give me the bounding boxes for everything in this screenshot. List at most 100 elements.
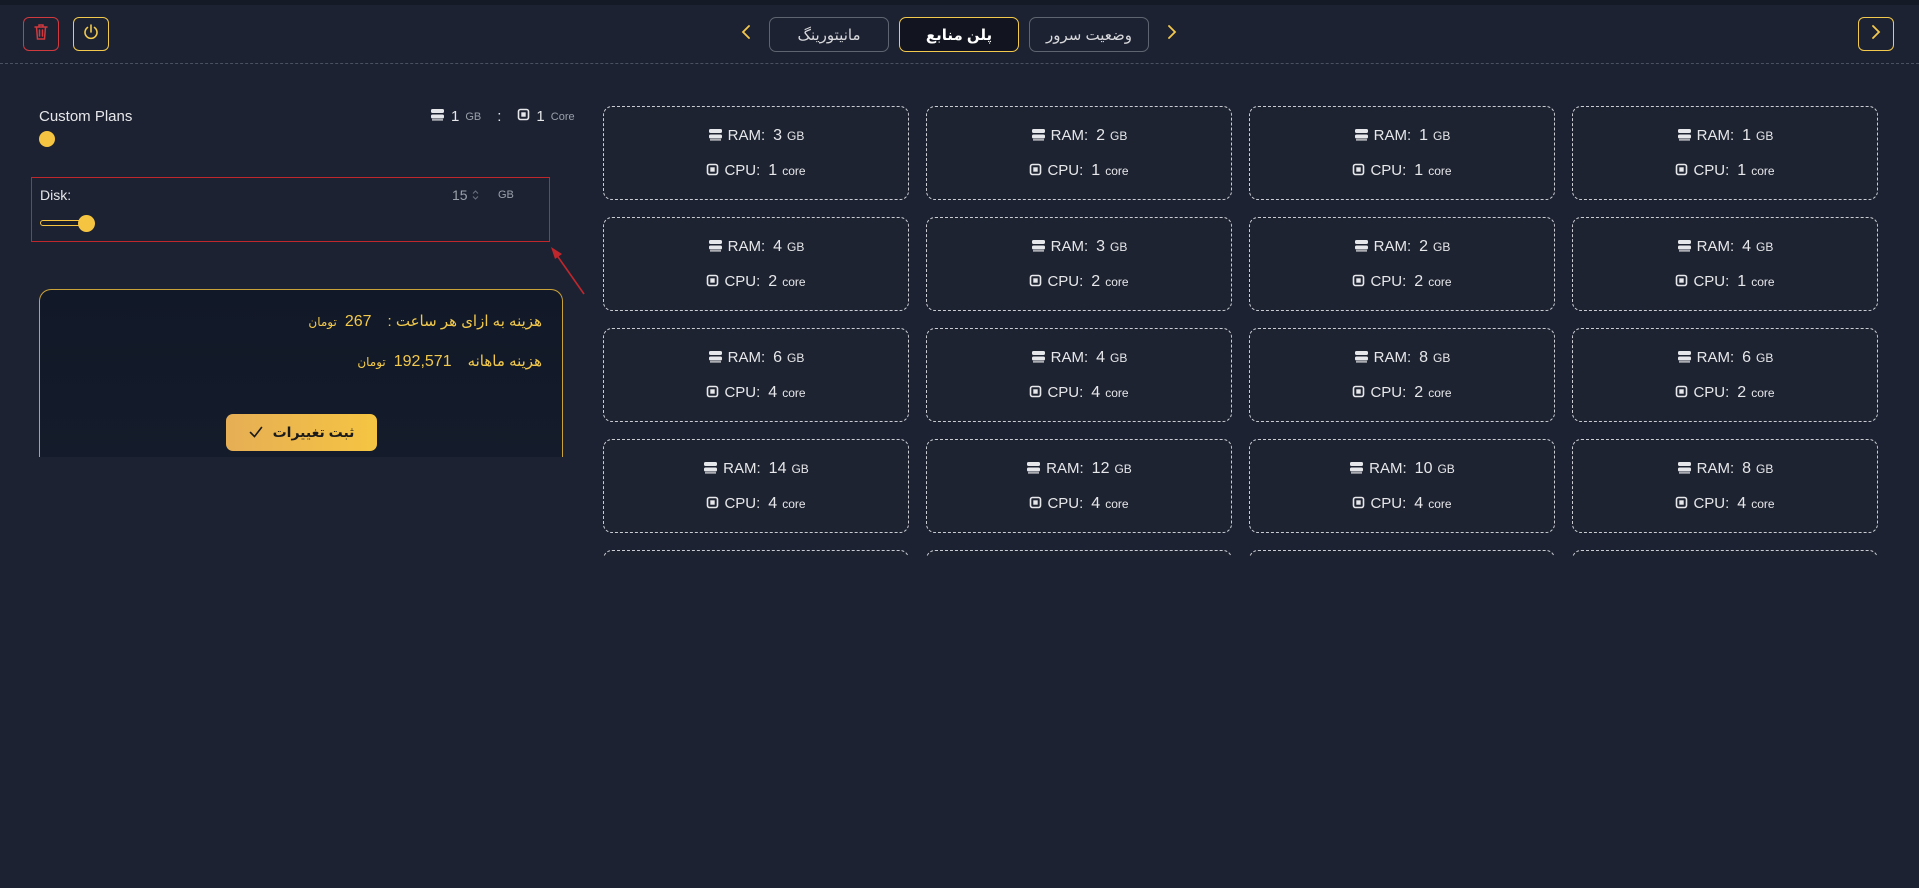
plan-cpu-unit: core [782, 164, 806, 178]
plan-cpu-value: 4 [1091, 495, 1101, 512]
delete-button[interactable] [23, 17, 59, 51]
plan-card[interactable] [926, 550, 1232, 556]
plan-cpu-unit: core [1428, 386, 1452, 400]
plan-cpu-value: 4 [768, 384, 778, 401]
tabs-next-button[interactable] [1161, 23, 1183, 45]
plan-ram-label: RAM: [1696, 349, 1735, 366]
plan-cpu-unit: core [1105, 275, 1129, 289]
ram-value: 1 [451, 108, 460, 125]
plan-ram-value: 3 [773, 127, 783, 144]
ram-icon [708, 239, 723, 256]
plan-cpu-label: CPU: [724, 384, 761, 401]
plan-card[interactable] [1249, 550, 1555, 556]
back-button[interactable] [1858, 17, 1894, 51]
plan-ram-value: 3 [1096, 238, 1106, 255]
ram-icon [1677, 461, 1692, 478]
tab-resource-plan[interactable]: پلن منابع [899, 17, 1019, 52]
plan-ram-label: RAM: [723, 460, 761, 477]
disk-input[interactable]: 15 [452, 187, 479, 203]
ram-icon [1031, 239, 1046, 256]
tab-monitoring[interactable]: مانیتورینگ [769, 17, 889, 52]
plan-cpu-label: CPU: [1370, 384, 1407, 401]
cpu-icon [1675, 163, 1688, 180]
cpu-icon [1352, 385, 1365, 402]
ram-icon [1354, 239, 1369, 256]
plan-cpu-unit: core [1105, 164, 1129, 178]
submit-changes-button[interactable]: ثبت تغییرات [226, 414, 377, 451]
top-strip [0, 0, 1919, 5]
plan-ram-value: 6 [773, 349, 783, 366]
plan-card[interactable] [1572, 550, 1878, 556]
custom-plan-summary: 1 GB : 1 Core [430, 108, 575, 125]
plan-ram-unit: GB [787, 351, 805, 365]
custom-plan-radio[interactable] [39, 131, 55, 147]
ram-icon [1354, 128, 1369, 145]
plan-cpu-value: 1 [1737, 162, 1747, 179]
cpu-icon [706, 385, 719, 402]
tab-server-status[interactable]: وضعیت سرور [1029, 17, 1149, 52]
plan-ram-label: RAM: [1373, 238, 1412, 255]
disk-section: Disk: 15 GB [31, 177, 550, 242]
plan-ram-value: 6 [1742, 349, 1752, 366]
red-arrow-annotation [551, 247, 585, 295]
cpu-icon [1675, 496, 1688, 513]
plan-ram-label: RAM: [1369, 460, 1407, 477]
cpu-icon [1352, 163, 1365, 180]
plan-ram-unit: GB [1756, 240, 1774, 254]
plan-ram-value: 1 [1419, 127, 1429, 144]
plan-card[interactable] [603, 550, 909, 556]
plan-ram-unit: GB [1433, 240, 1451, 254]
plan-ram-value: 8 [1742, 460, 1752, 477]
cpu-unit: Core [550, 110, 575, 123]
plan-cpu-label: CPU: [724, 495, 761, 512]
power-button[interactable] [73, 17, 109, 51]
plan-cpu-unit: core [1428, 164, 1452, 178]
tabs-prev-button[interactable] [735, 23, 757, 45]
plan-ram-unit: GB [1756, 129, 1774, 143]
plan-cpu-label: CPU: [1693, 273, 1730, 290]
slider-thumb[interactable] [78, 215, 95, 232]
plan-cpu-label: CPU: [1047, 384, 1084, 401]
cpu-icon [1029, 274, 1042, 291]
spinner-icon[interactable] [472, 189, 479, 201]
hourly-cost-label: هزینه به ازای هر ساعت : [387, 313, 542, 330]
plan-ram-value: 4 [1096, 349, 1106, 366]
cpu-icon [1029, 496, 1042, 513]
disk-slider[interactable] [40, 215, 95, 232]
plan-cpu-unit: core [1751, 164, 1775, 178]
plan-cpu-value: 1 [1414, 162, 1424, 179]
plan-cpu-unit: core [782, 386, 806, 400]
plan-ram-label: RAM: [727, 238, 766, 255]
plan-ram-unit: GB [787, 240, 805, 254]
plan-ram-value: 1 [1742, 127, 1752, 144]
plan-cpu-label: CPU: [1693, 495, 1730, 512]
plan-ram-value: 2 [1096, 127, 1106, 144]
plan-ram-label: RAM: [727, 127, 766, 144]
plan-ram-value: 12 [1091, 460, 1110, 477]
